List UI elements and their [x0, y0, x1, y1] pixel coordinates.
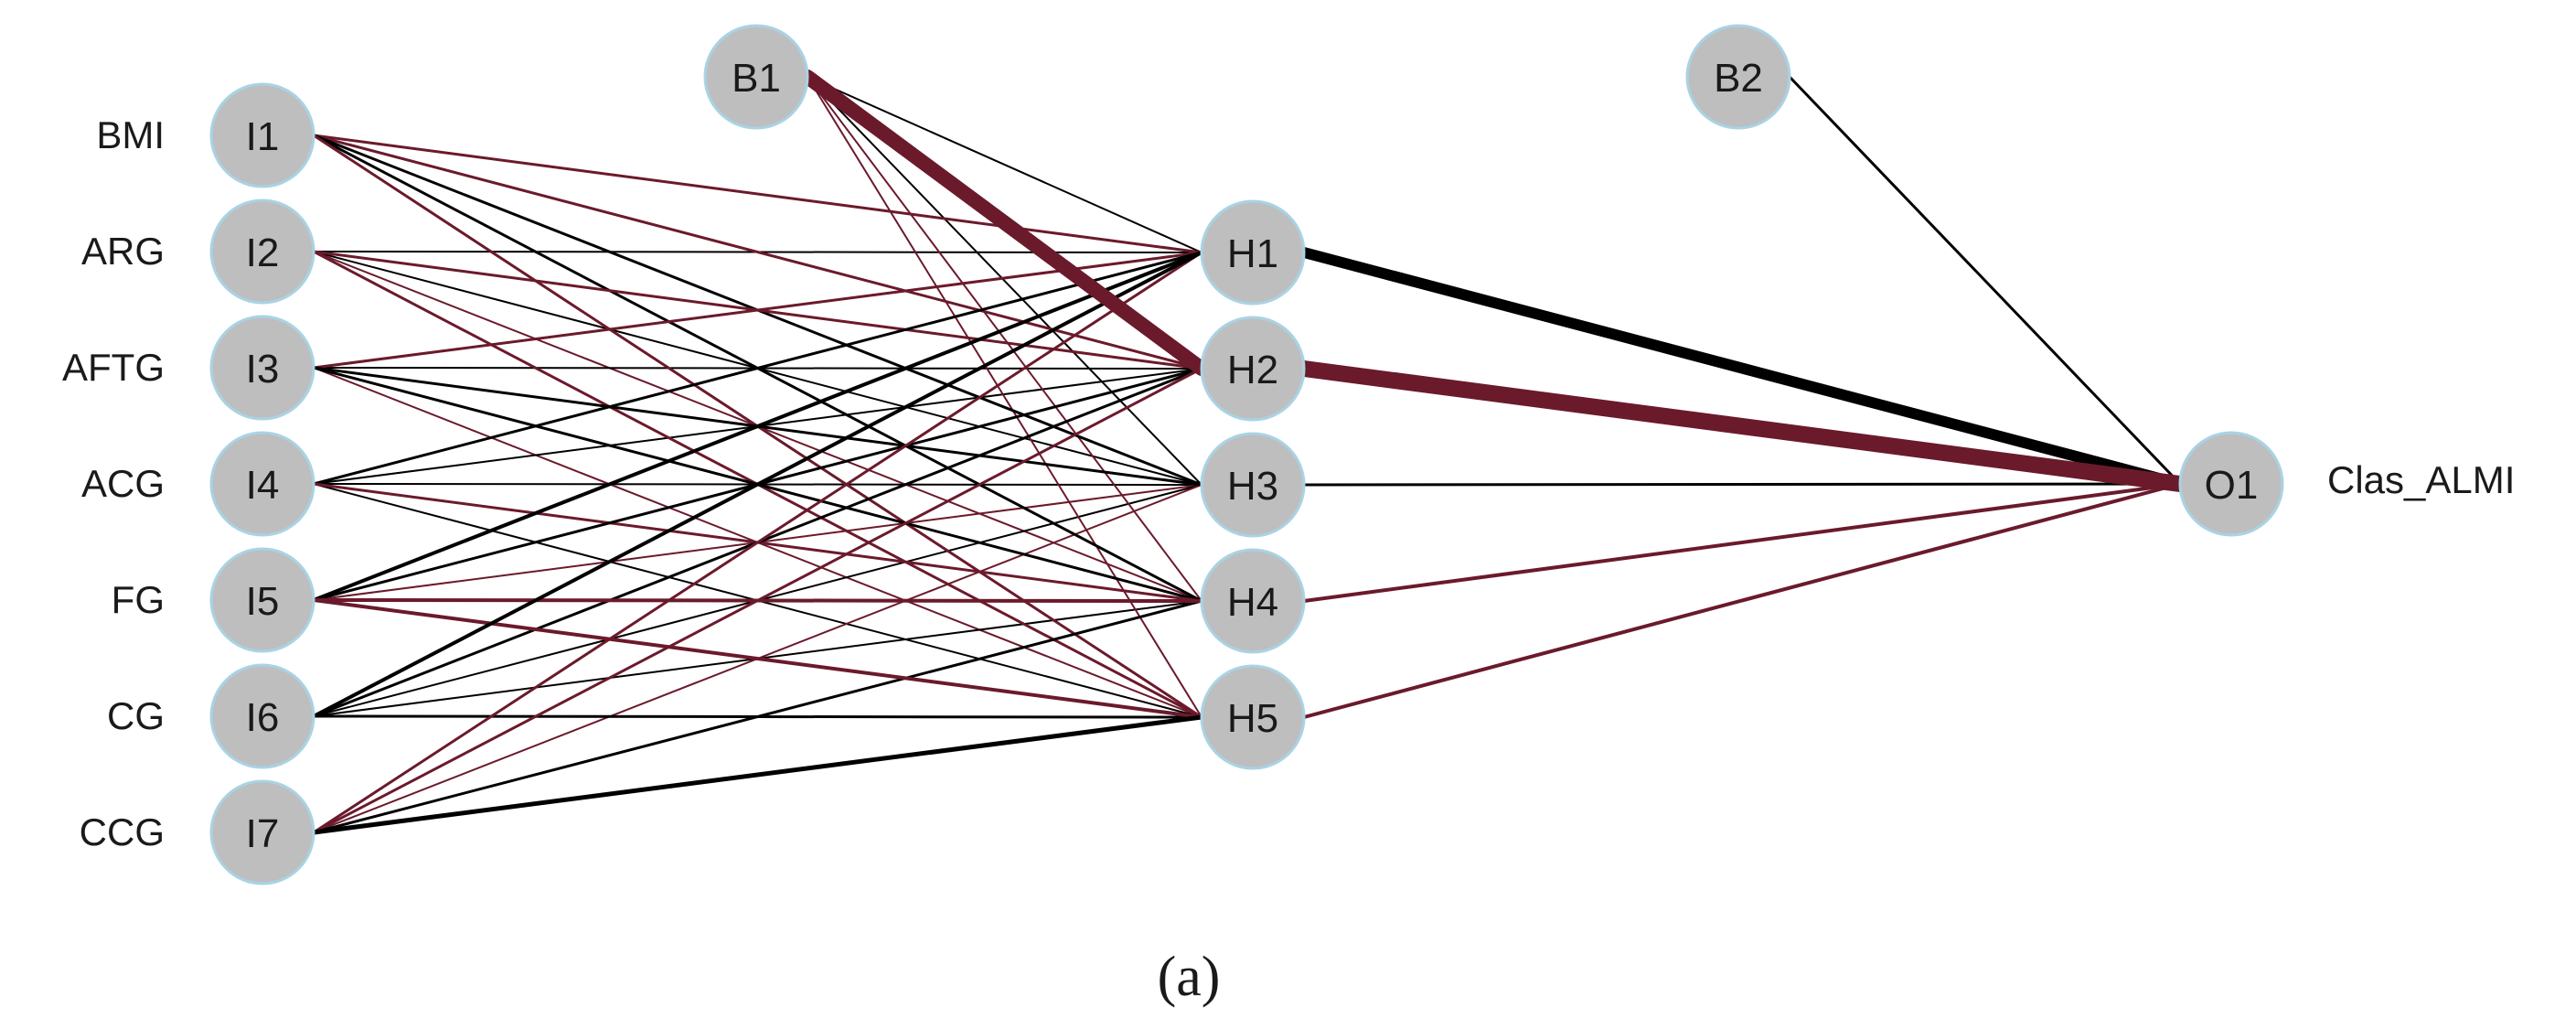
connection-i1-h1: [312, 134, 1203, 254]
connection-i5-h4: [312, 598, 1203, 603]
input-variable-label: FG: [112, 578, 165, 621]
node-i3: I3: [209, 315, 315, 421]
node-circle: [1200, 432, 1306, 538]
connection-h4-o1: [1302, 482, 2182, 603]
node-label: B1: [732, 56, 781, 101]
node-circle: [1200, 664, 1306, 770]
node-circle: [2178, 431, 2284, 537]
node-label: I2: [246, 231, 280, 275]
connection-i6-h1: [312, 251, 1203, 718]
input-variable-label: AFTG: [62, 346, 165, 389]
connection-h3-o1: [1302, 482, 2182, 487]
node-h3: H3: [1200, 432, 1306, 538]
node-i6: I6: [209, 663, 315, 769]
node-circle: [209, 663, 315, 769]
connection-b1-h4: [807, 76, 1202, 602]
node-circle: [209, 779, 315, 885]
node-circle: [1685, 24, 1791, 130]
node-circle: [1200, 548, 1306, 654]
node-i4: I4: [209, 431, 315, 537]
node-i2: I2: [209, 198, 315, 305]
connection-i4-h1: [312, 251, 1203, 486]
node-label: I5: [246, 579, 280, 624]
node-circle: [1200, 316, 1306, 422]
node-h1: H1: [1200, 199, 1306, 306]
node-label: H2: [1227, 348, 1278, 392]
connection-i5-h5: [312, 598, 1203, 719]
node-label: H3: [1227, 464, 1278, 509]
connections-layer: [311, 70, 2188, 835]
node-circle: [209, 547, 315, 653]
connection-b1-h3: [807, 76, 1202, 486]
node-circle: [209, 315, 315, 421]
node-circle: [209, 82, 315, 188]
connection-i3-h1: [312, 251, 1203, 370]
node-label: O1: [2205, 463, 2259, 508]
input-variable-label: CG: [107, 694, 165, 737]
connection-b2-o1: [1788, 75, 2182, 486]
input-variable-label: CCG: [80, 810, 165, 853]
node-label: I3: [246, 347, 280, 392]
node-i1: I1: [209, 82, 315, 188]
node-o1: O1: [2178, 431, 2284, 537]
node-h4: H4: [1200, 548, 1306, 654]
node-i5: I5: [209, 547, 315, 653]
node-b1: B1: [703, 24, 809, 130]
connection-b1-h5: [807, 76, 1202, 718]
connection-h1-o1: [1299, 247, 2186, 489]
output-variable-label: Clas_ALMI: [2327, 458, 2515, 501]
node-circle: [209, 431, 315, 537]
node-i7: I7: [209, 779, 315, 885]
figure-caption: (a): [1158, 946, 1221, 1008]
node-label: I4: [246, 463, 280, 508]
node-circle: [703, 24, 809, 130]
node-label: H1: [1227, 231, 1278, 276]
connection-b1-h2: [800, 70, 1209, 376]
variable-labels-layer: BMI ARG AFTG ACG FG CG CCG Clas_ALMI: [62, 113, 2515, 853]
node-h2: H2: [1200, 316, 1306, 422]
node-label: H5: [1227, 696, 1278, 741]
connection-i7-h1: [312, 251, 1203, 834]
connection-i5-h1: [312, 251, 1203, 602]
connection-h2-o1: [1296, 360, 2188, 492]
node-b2: B2: [1685, 24, 1791, 130]
node-label: H4: [1227, 580, 1278, 625]
node-circle: [1200, 199, 1306, 306]
connection-i7-h4: [312, 599, 1203, 834]
input-variable-label: ACG: [81, 462, 165, 505]
input-variable-label: ARG: [81, 230, 165, 273]
node-label: I1: [246, 114, 280, 159]
connection-b1-h1: [807, 76, 1202, 253]
connection-i7-h5: [311, 714, 1204, 835]
node-h5: H5: [1200, 664, 1306, 770]
node-label: B2: [1714, 56, 1763, 101]
connection-h5-o1: [1302, 482, 2182, 719]
node-circle: [209, 198, 315, 305]
input-variable-label: BMI: [96, 113, 165, 156]
node-label: I7: [246, 811, 280, 856]
node-label: I6: [246, 695, 280, 740]
